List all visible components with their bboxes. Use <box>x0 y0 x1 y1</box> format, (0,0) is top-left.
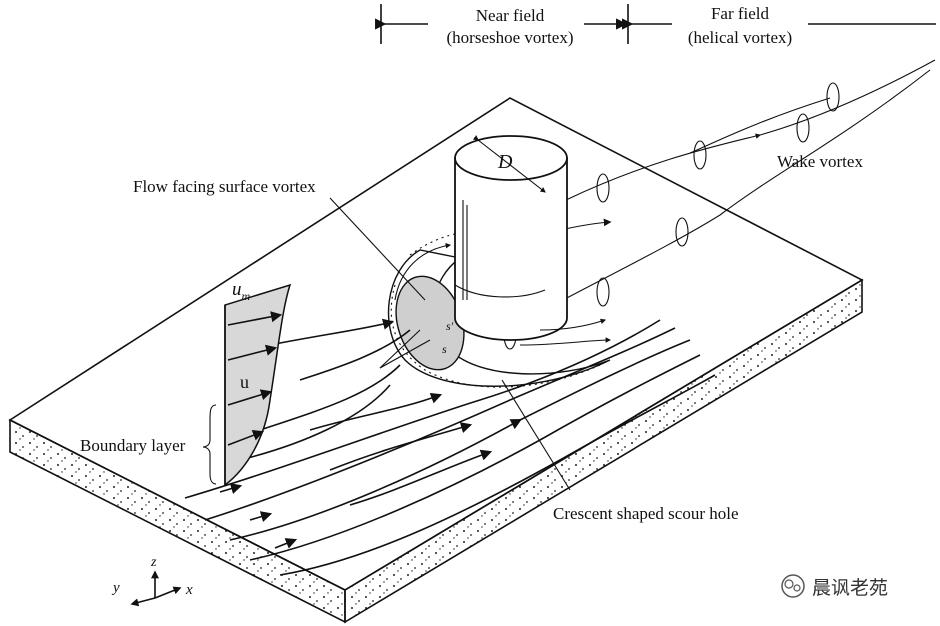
flow-facing-vortex-label: Flow facing surface vortex <box>133 177 316 196</box>
s-prime-mark: s' <box>446 319 454 333</box>
cylinder-pier <box>454 135 568 341</box>
leader-lines <box>329 197 571 491</box>
watermark-text: 晨讽老苑 <box>812 577 888 599</box>
far-field-label: Far field <box>711 4 770 23</box>
diameter-label: D <box>497 151 513 173</box>
s-mark: s <box>442 342 447 356</box>
near-field-sublabel: (horseshoe vortex) <box>447 28 574 47</box>
watermark: 晨讽老苑 <box>781 574 888 599</box>
near-field-label: Near field <box>476 6 545 25</box>
axis-x-label: x <box>185 582 193 598</box>
velocity-profile <box>202 283 292 487</box>
axes-triad <box>130 570 182 607</box>
axis-y-label: y <box>111 580 120 596</box>
boundary-layer-label: Boundary layer <box>80 436 186 455</box>
axis-z-label: z <box>150 555 157 570</box>
far-field-sublabel: (helical vortex) <box>688 28 792 47</box>
watermark-logo-icon <box>781 574 805 598</box>
streamlines <box>184 318 716 576</box>
zone-dimension-lines <box>375 4 936 44</box>
scour-hole-label: Crescent shaped scour hole <box>553 504 739 523</box>
velocity-label: u <box>240 372 249 392</box>
velocity-max-label: um <box>232 279 251 303</box>
horseshoe-vortex <box>394 243 612 346</box>
wake-vortex-label: Wake vortex <box>777 152 863 171</box>
